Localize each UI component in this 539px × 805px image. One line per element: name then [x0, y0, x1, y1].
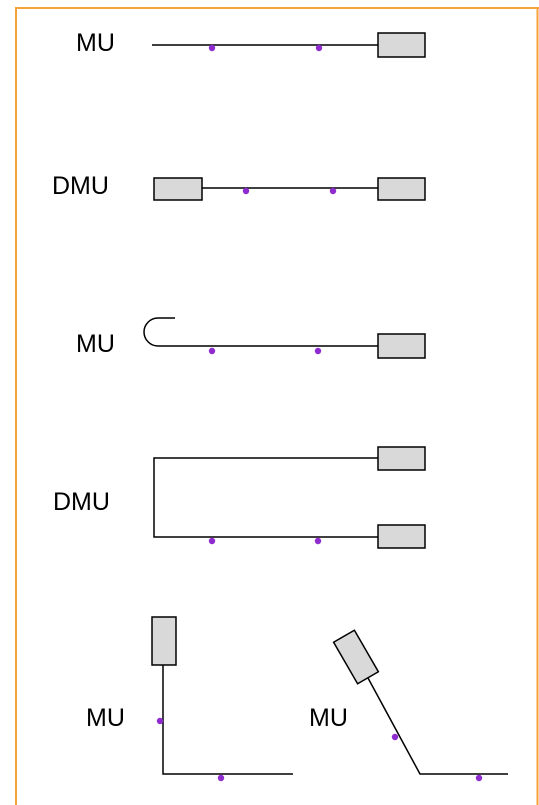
coupling-dot — [156, 717, 164, 725]
diagram-1-mu-straight — [152, 32, 426, 58]
diagram-2-dmu-straight — [153, 177, 426, 201]
coupling-dot — [242, 187, 250, 195]
diagram-6-label: MU — [309, 704, 348, 732]
vehicle-box — [151, 616, 177, 666]
coupling-dot — [391, 733, 399, 741]
diagram-6-mu-angled — [332, 629, 508, 782]
diagram-1-label: MU — [76, 29, 115, 57]
vehicle-box — [332, 629, 380, 685]
diagram-5-label: MU — [86, 704, 125, 732]
coupling-dot — [475, 774, 483, 782]
diagram-2-label: DMU — [52, 172, 109, 200]
coupling-dot — [314, 537, 322, 545]
coupling-dot — [329, 187, 337, 195]
coupling-dot — [208, 347, 216, 355]
diagram-3-mu-curved — [143, 317, 426, 359]
vehicle-box — [377, 333, 426, 359]
frame-border — [15, 7, 539, 805]
diagram-4-dmu-loop — [153, 446, 426, 549]
vehicle-box — [377, 524, 426, 549]
vehicle-box — [377, 446, 426, 471]
track-line — [143, 317, 378, 347]
diagram-3-label: MU — [76, 330, 115, 358]
diagram-5-mu-right-angle — [151, 616, 293, 782]
track-line — [367, 677, 508, 775]
coupling-dot — [208, 44, 216, 52]
track-line — [162, 665, 293, 775]
diagram-4-label: DMU — [53, 488, 110, 516]
coupling-dot — [217, 774, 225, 782]
vehicle-box — [153, 177, 203, 201]
coupling-dot — [208, 537, 216, 545]
vehicle-box — [377, 32, 426, 58]
track-line — [153, 457, 378, 538]
vehicle-box — [377, 177, 426, 201]
coupling-dot — [314, 347, 322, 355]
coupling-dot — [315, 44, 323, 52]
